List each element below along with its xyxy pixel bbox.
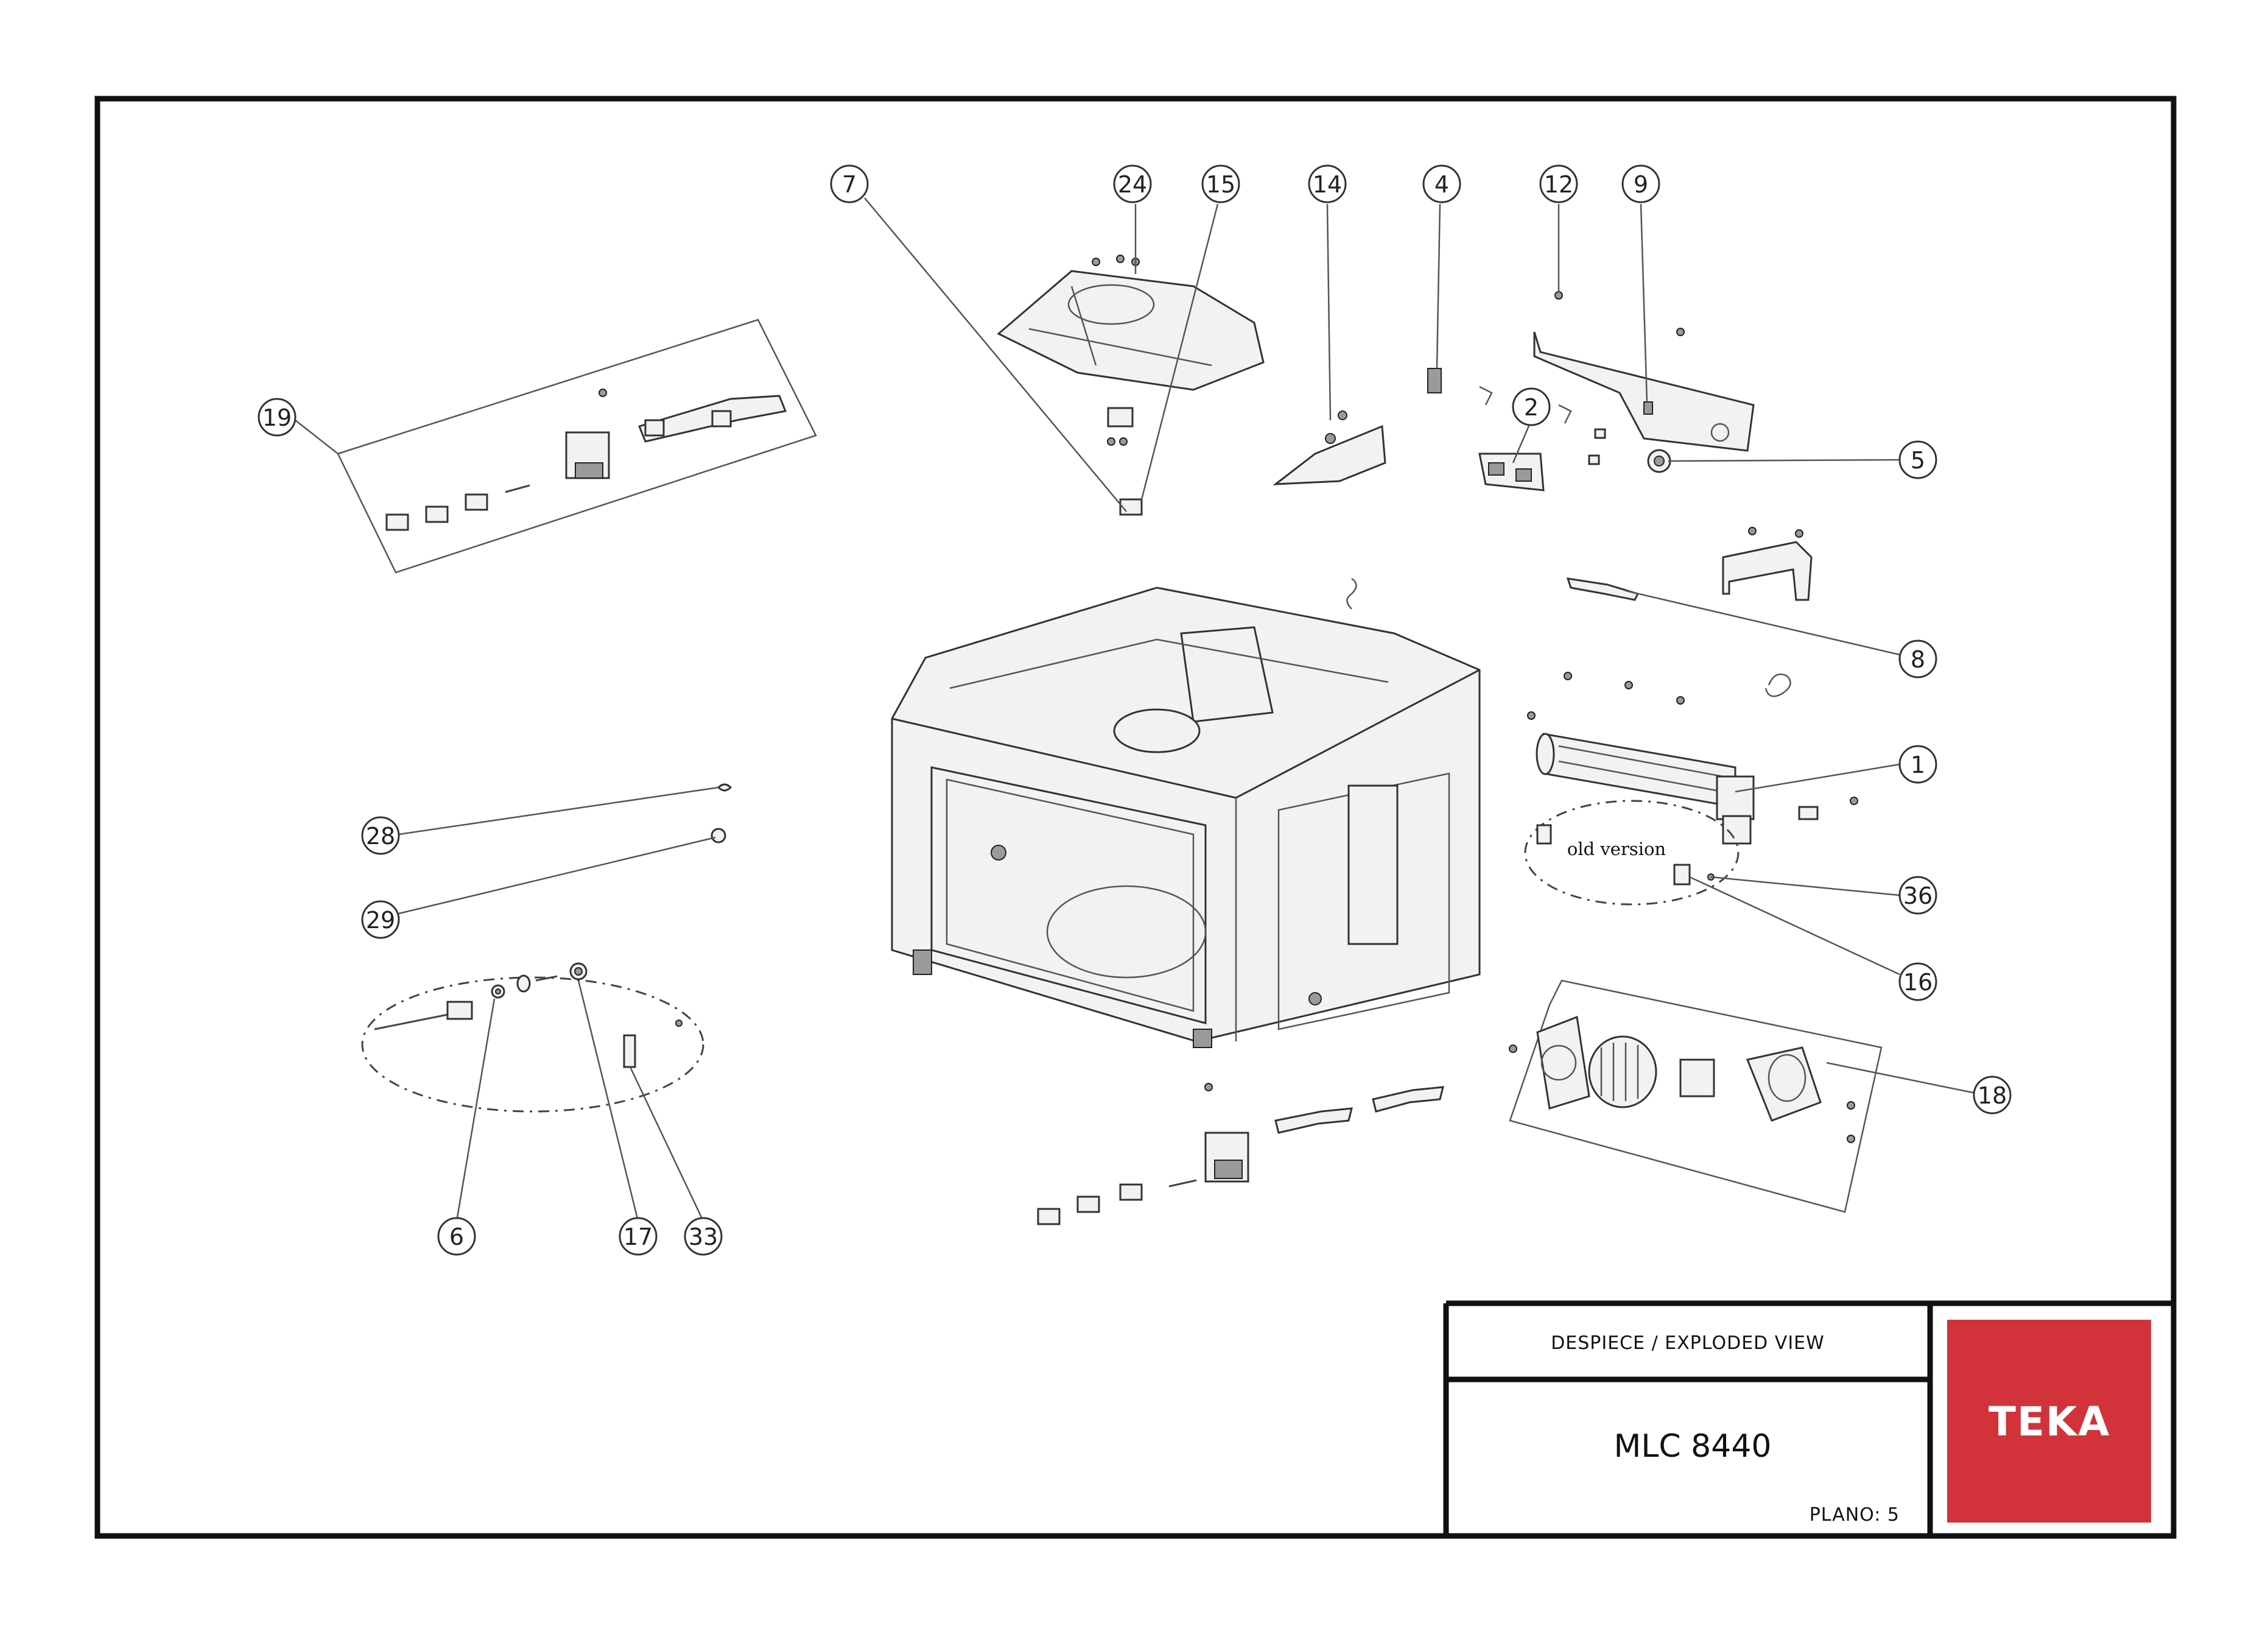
drawing-frame — [94, 96, 2177, 1539]
callout-label: 1 — [1911, 752, 1925, 778]
tangential-fan-part-1 — [1527, 672, 1858, 845]
cable-part-8 — [1566, 577, 1640, 601]
callout-label: 14 — [1313, 171, 1342, 198]
callout-33: 33 — [684, 1217, 723, 1256]
deflector-part-14 — [1273, 410, 1386, 485]
callout-9: 9 — [1621, 164, 1660, 203]
callout-15: 15 — [1201, 164, 1240, 203]
callout-label: 9 — [1634, 171, 1648, 198]
convection-motor-group-18 — [1509, 979, 1883, 1213]
callout-7: 7 — [830, 164, 869, 203]
switch-assembly-group-19 — [337, 319, 817, 574]
callout-label: 29 — [366, 907, 395, 934]
callout-label: 19 — [262, 404, 292, 431]
control-board-part-2 — [1478, 386, 1606, 491]
title-block-heading: DESPIECE / EXPLODED VIEW — [1551, 1333, 1825, 1354]
callout-18: 18 — [1973, 1076, 2012, 1115]
callout-19: 19 — [258, 398, 297, 437]
callout-16: 16 — [1898, 962, 1937, 1001]
callout-label: 5 — [1911, 447, 1925, 474]
callout-label: 18 — [1978, 1082, 2007, 1109]
clip-part-28 — [717, 783, 732, 792]
bottom-switch-assembly — [1037, 1083, 1444, 1225]
callout-29: 29 — [361, 900, 400, 939]
cable-clip — [1764, 673, 1791, 697]
callout-2: 2 — [1512, 387, 1551, 426]
callout-label: 7 — [842, 171, 857, 198]
callout-label: 36 — [1903, 882, 1933, 909]
callout-label: 28 — [366, 823, 395, 850]
plano-number: PLANO: 5 — [1810, 1504, 1900, 1526]
ring-part-29 — [711, 828, 726, 843]
title-block: DESPIECE / EXPLODED VIEW MLC 8440 PLANO:… — [1443, 1300, 2174, 1536]
old-version-label: old version — [1567, 839, 1666, 859]
callout-label: 16 — [1903, 969, 1933, 996]
callout-label: 33 — [689, 1224, 718, 1250]
top-cover-part-24 — [997, 255, 1265, 516]
thermostat-part-5 — [1647, 449, 1671, 473]
callout-1: 1 — [1898, 745, 1937, 784]
callout-label: 15 — [1206, 171, 1235, 198]
fan-bracket — [1722, 541, 1813, 601]
leader-lines — [295, 197, 1976, 1222]
callout-label: 24 — [1118, 171, 1147, 198]
callout-label: 8 — [1911, 646, 1925, 673]
callout-28: 28 — [361, 816, 400, 855]
callout-14: 14 — [1308, 164, 1347, 203]
old-version-ellipse — [1524, 800, 1740, 906]
callout-36: 36 — [1898, 876, 1937, 915]
callout-label: 2 — [1524, 394, 1539, 421]
callout-5: 5 — [1898, 440, 1937, 479]
callout-label: 12 — [1544, 171, 1573, 198]
callout-label: 17 — [623, 1224, 653, 1250]
callout-label: 6 — [449, 1224, 464, 1250]
callout-6: 6 — [437, 1217, 476, 1256]
lamp-group — [361, 962, 704, 1113]
callout-4: 4 — [1422, 164, 1461, 203]
callout-17: 17 — [619, 1217, 658, 1256]
callout-12: 12 — [1539, 164, 1578, 203]
switch-part-4 — [1427, 368, 1442, 393]
model-number: MLC 8440 — [1613, 1428, 1771, 1465]
teka-logo-text: TEKA — [1989, 1398, 2110, 1445]
callout-label: 4 — [1434, 171, 1449, 198]
callout-24: 24 — [1113, 164, 1152, 203]
teka-logo — [1947, 1320, 2151, 1523]
callout-8: 8 — [1898, 639, 1937, 678]
oven-cavity — [891, 577, 1481, 1048]
